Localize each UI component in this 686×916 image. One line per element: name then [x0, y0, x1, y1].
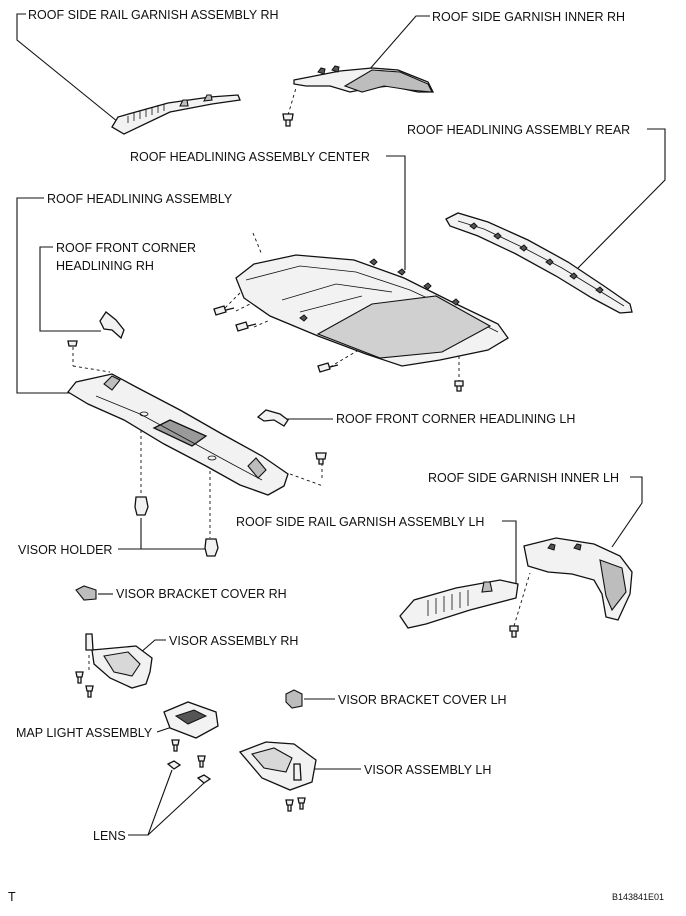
- leader-lines: [16, 13, 666, 836]
- label-roof-front-corner-rh-line1: ROOF FRONT CORNER: [56, 241, 196, 255]
- map-light-assembly: [163, 701, 219, 768]
- roof-front-corner-rh: [67, 311, 125, 347]
- label-roof-side-garnish-inner-lh: ROOF SIDE GARNISH INNER LH: [428, 471, 619, 485]
- label-roof-side-garnish-inner-rh: ROOF SIDE GARNISH INNER RH: [432, 10, 625, 24]
- visor-assembly-rh: [75, 633, 153, 698]
- roof-headlining-center: [213, 254, 509, 392]
- label-visor-bracket-cover-rh: VISOR BRACKET COVER RH: [116, 587, 287, 601]
- label-visor-assembly-rh: VISOR ASSEMBLY RH: [169, 634, 298, 648]
- label-roof-headlining: ROOF HEADLINING ASSEMBLY: [47, 192, 233, 206]
- roof-front-corner-lh: [256, 409, 327, 465]
- label-visor-bracket-cover-lh: VISOR BRACKET COVER LH: [338, 693, 507, 707]
- visor-assembly-lh: [238, 741, 317, 812]
- label-roof-front-corner-rh-line2: HEADLINING RH: [56, 259, 154, 273]
- roof-headlining-rear: [445, 212, 633, 314]
- roof-headlining-assembly: [67, 373, 289, 496]
- label-roof-side-rail-garnish-rh: ROOF SIDE RAIL GARNISH ASSEMBLY RH: [28, 8, 279, 22]
- label-roof-headlining-center: ROOF HEADLINING ASSEMBLY CENTER: [130, 150, 370, 164]
- roof-side-garnish-inner-rh: [282, 65, 435, 127]
- label-map-light-assembly: MAP LIGHT ASSEMBLY: [16, 726, 153, 740]
- assembly-dashed-lines: [72, 87, 531, 672]
- roof-side-rail-garnish-lh: [399, 579, 519, 629]
- label-visor-holder: VISOR HOLDER: [18, 543, 112, 557]
- label-roof-side-rail-garnish-lh: ROOF SIDE RAIL GARNISH ASSEMBLY LH: [236, 515, 484, 529]
- footer-mark: T: [8, 890, 16, 904]
- roof-side-rail-garnish-rh: [111, 94, 241, 135]
- label-roof-headlining-rear: ROOF HEADLINING ASSEMBLY REAR: [407, 123, 630, 137]
- label-visor-assembly-lh: VISOR ASSEMBLY LH: [364, 763, 491, 777]
- lens-pair: [166, 760, 212, 784]
- visor-bracket-cover-rh: [75, 585, 97, 601]
- label-lens: LENS: [93, 829, 126, 843]
- visor-bracket-cover-lh: [285, 689, 303, 709]
- visor-holder-lh: [204, 538, 219, 557]
- label-roof-front-corner-lh: ROOF FRONT CORNER HEADLINING LH: [336, 412, 575, 426]
- figure-id: B143841E01: [612, 892, 664, 902]
- roof-side-garnish-inner-lh: [509, 537, 633, 638]
- visor-holder-rh: [134, 496, 149, 516]
